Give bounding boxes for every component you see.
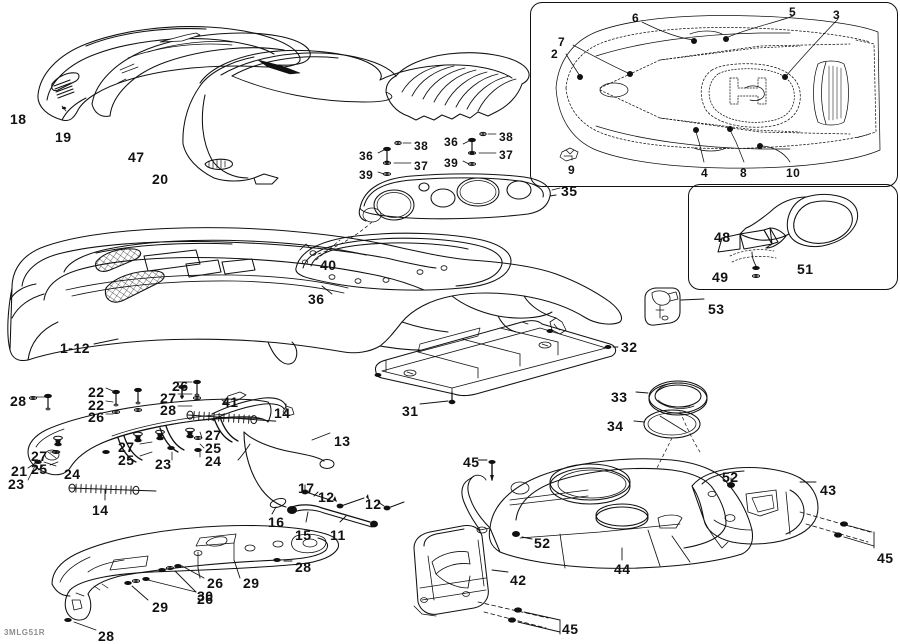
callout-36c: 36 [308, 291, 325, 307]
inset-mirror-artwork [717, 193, 858, 279]
callout-27a: 27 [160, 390, 177, 406]
callout-36a: 36 [359, 149, 374, 163]
callout-24a: 24 [205, 453, 222, 469]
part-handrail-cluster [27, 379, 295, 501]
callout-31: 31 [402, 403, 419, 419]
part-hood-47 [182, 49, 530, 185]
callout-52a: 52 [722, 469, 739, 485]
part-tray-32 [374, 320, 619, 405]
part-seat-cowl-18-19 [37, 26, 311, 121]
callout-33: 33 [611, 389, 628, 405]
callout-40: 40 [320, 257, 337, 273]
part-engine-cover-44 [461, 458, 753, 569]
part-ring-33-34 [633, 380, 708, 471]
callout-10: 10 [786, 166, 801, 180]
callout-39a: 39 [359, 168, 374, 182]
callout-12b: 12 [365, 496, 382, 512]
callout-8: 8 [740, 166, 748, 180]
callout-28b: 28 [160, 402, 177, 418]
callout-48: 48 [714, 229, 731, 245]
callout-43: 43 [820, 482, 837, 498]
callout-22a: 22 [88, 384, 105, 400]
part-rear-bracket-43 [691, 467, 875, 549]
callout-28c: 28 [295, 559, 312, 575]
callout-45a: 45 [463, 454, 480, 470]
callout-41: 41 [222, 394, 239, 410]
callout-15: 15 [295, 527, 312, 543]
part-front-panel-42 [413, 525, 623, 635]
callout-28d: 28 [98, 628, 115, 644]
inset-mirror-assembly [688, 184, 898, 290]
callout-16: 16 [268, 514, 285, 530]
callout-30: 30 [197, 588, 214, 604]
callout-1-12: 1-12 [60, 340, 91, 356]
callout-27b: 27 [205, 427, 222, 443]
callout-39b: 39 [444, 156, 459, 170]
callout-49: 49 [712, 269, 729, 285]
callout-27c: 27 [118, 439, 135, 455]
callout-20: 20 [152, 171, 169, 187]
callout-23b: 23 [8, 476, 25, 492]
callout-37b: 37 [499, 148, 514, 162]
callout-5: 5 [789, 5, 797, 19]
callout-45b: 45 [877, 550, 894, 566]
inset-hull-artwork [555, 15, 881, 169]
callout-9: 9 [568, 163, 576, 177]
callout-32: 32 [621, 339, 638, 355]
callout-4: 4 [701, 166, 709, 180]
callout-12a: 12 [318, 489, 335, 505]
callout-18: 18 [10, 111, 27, 127]
part-bracket-53 [644, 287, 705, 326]
callout-23a: 23 [155, 456, 172, 472]
callout-19: 19 [55, 129, 72, 145]
callout-17: 17 [298, 480, 315, 496]
callout-45c: 45 [562, 621, 579, 637]
callout-38b: 38 [499, 130, 514, 144]
inset-hull-top-view [530, 2, 898, 187]
callout-14b: 14 [92, 502, 109, 518]
callout-29b: 29 [152, 599, 169, 615]
sheet-watermark: 3MLG51R [4, 628, 46, 637]
part-grab-bar [51, 524, 339, 631]
callout-42: 42 [510, 572, 527, 588]
callout-35: 35 [561, 183, 578, 199]
callout-7: 7 [558, 35, 566, 49]
callout-21: 21 [11, 463, 28, 479]
callout-22b: 22 [88, 397, 105, 413]
callout-36b: 36 [444, 135, 459, 149]
callout-25b: 25 [118, 452, 135, 468]
callout-26c: 26 [207, 575, 224, 591]
callout-2: 2 [551, 47, 559, 61]
callout-53: 53 [708, 301, 725, 317]
callout-24b: 24 [64, 466, 81, 482]
callout-26b: 26 [172, 378, 189, 394]
callout-13: 13 [334, 433, 351, 449]
callout-52b: 52 [534, 535, 551, 551]
callout-28a: 28 [10, 393, 27, 409]
callout-3: 3 [833, 8, 841, 22]
callout-34: 34 [607, 418, 624, 434]
callout-44: 44 [614, 561, 631, 577]
callout-6: 6 [632, 11, 640, 25]
part-main-console-1-12 [7, 227, 623, 365]
callout-26d: 26 [197, 591, 214, 607]
part-gauge-pod-35 [317, 131, 561, 255]
callout-27d: 27 [31, 448, 48, 464]
callout-29a: 29 [243, 575, 260, 591]
callout-38a: 38 [414, 139, 429, 153]
callout-11: 11 [330, 527, 346, 543]
callout-51: 51 [797, 261, 814, 277]
callout-26a: 26 [88, 409, 105, 425]
callout-14a: 14 [274, 405, 291, 421]
callout-37a: 37 [414, 159, 429, 173]
callout-47: 47 [128, 149, 145, 165]
callout-25a: 25 [205, 440, 222, 456]
callout-25c: 25 [31, 461, 48, 477]
part-cables [237, 431, 405, 528]
